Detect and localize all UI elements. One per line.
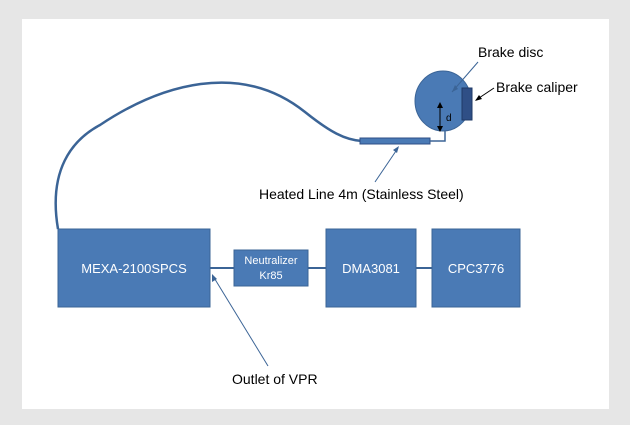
cpc-label: CPC3776 xyxy=(448,261,504,276)
brake-caliper-label: Brake caliper xyxy=(496,79,578,95)
sampling-hose xyxy=(54,81,363,230)
dma-label: DMA3081 xyxy=(342,261,400,276)
heated-line-connector xyxy=(430,131,446,142)
dma-box xyxy=(325,228,417,308)
heated-line-label: Heated Line 4m (Stainless Steel) xyxy=(259,186,464,202)
distance-arrowhead-bottom xyxy=(437,126,443,132)
diagram-panel xyxy=(22,19,609,409)
brake-disc-pointer-head xyxy=(452,85,458,92)
cpc-box xyxy=(431,228,521,308)
brake-caliper-pointer-head xyxy=(475,95,482,101)
distance-label: d xyxy=(446,113,452,124)
heated-line-bar xyxy=(359,137,431,145)
outlet-pointer xyxy=(212,275,269,367)
outlet-label: Outlet of VPR xyxy=(232,371,318,387)
distance-arrowhead-top xyxy=(437,102,443,108)
neutralizer-label-line2: Kr85 xyxy=(259,270,282,282)
heated-line-pointer xyxy=(374,147,399,183)
brake-disc-label: Brake disc xyxy=(478,44,543,60)
neutralizer-label-line1: Neutralizer xyxy=(244,255,298,267)
outlet-pointer-head xyxy=(212,274,217,282)
mexa-box xyxy=(57,228,211,308)
heated-line-pointer-head xyxy=(393,146,399,153)
neutralizer-box xyxy=(233,249,309,287)
mexa-label: MEXA-2100SPCS xyxy=(81,261,187,276)
brake-caliper-shape xyxy=(461,87,473,121)
